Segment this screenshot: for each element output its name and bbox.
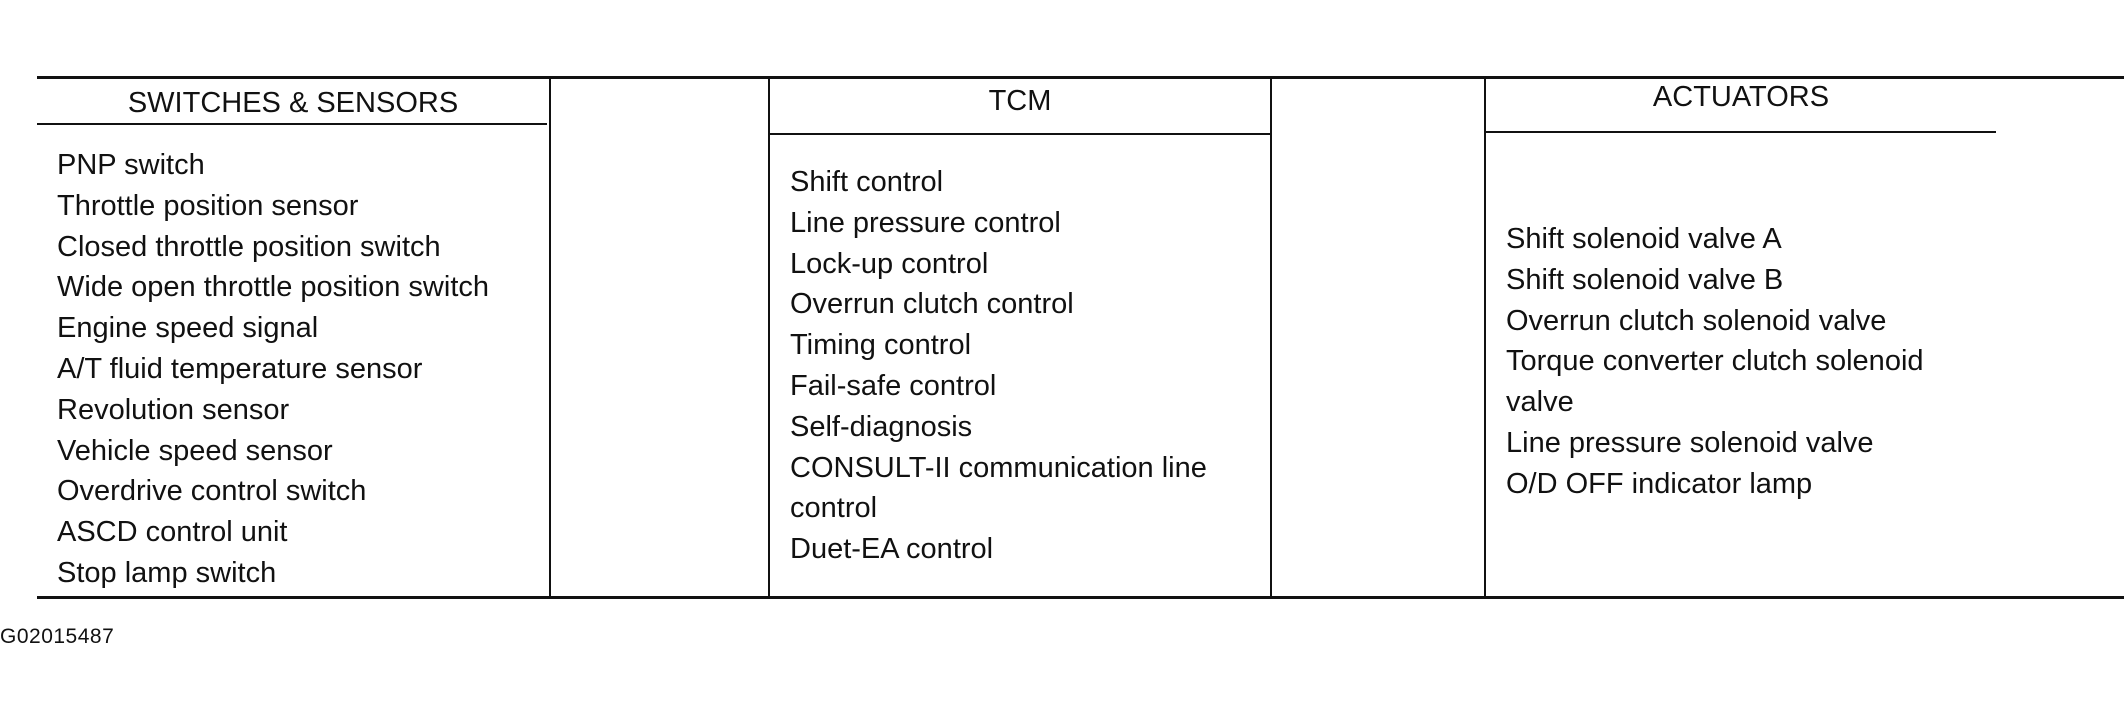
divider-1: [549, 78, 551, 597]
list-item: PNP switch: [57, 149, 205, 181]
list-item: Lock-up control: [790, 247, 989, 280]
list-item: Line pressure control: [790, 206, 1061, 239]
list-item: A/T fluid temperature sensor: [57, 352, 423, 385]
list-item: Stop lamp switch: [57, 556, 277, 589]
list-item: control: [790, 492, 878, 525]
list-item: CONSULT-II communication line: [790, 451, 1207, 484]
list-item: Wide open throttle position switch: [57, 271, 489, 304]
list-item: Overrun clutch control: [790, 288, 1074, 321]
list-item: Overrun clutch solenoid valve: [1506, 304, 1887, 337]
list-item: ASCD control unit: [57, 516, 288, 549]
divider-2: [768, 78, 770, 597]
list-item: Torque converter clutch solenoid: [1506, 345, 1924, 378]
actuators-list: Shift solenoid valve A Shift solenoid va…: [1506, 219, 1924, 505]
list-item: Shift control: [790, 166, 944, 198]
divider-4: [1484, 78, 1486, 597]
list-item: Shift solenoid valve B: [1506, 263, 1784, 296]
list-item: Shift solenoid valve A: [1506, 223, 1782, 255]
list-item: Duet-EA control: [790, 533, 994, 566]
list-item: Closed throttle position switch: [57, 230, 441, 263]
list-item: Overdrive control switch: [57, 475, 367, 508]
tcm-header-rule: [770, 133, 1270, 135]
list-item: Timing control: [790, 329, 972, 362]
list-item: Revolution sensor: [57, 393, 290, 426]
top-rule: [37, 76, 2124, 79]
bottom-rule: [37, 596, 2124, 599]
list-item: valve: [1506, 386, 1574, 419]
list-item: Engine speed signal: [57, 312, 319, 345]
list-item: Line pressure solenoid valve: [1506, 426, 1874, 459]
switches-sensors-list: PNP switch Throttle position sensor Clos…: [57, 145, 489, 594]
list-item: Throttle position sensor: [57, 189, 359, 222]
switches-sensors-header: SWITCHES & SENSORS: [127, 87, 459, 119]
list-item: Vehicle speed sensor: [57, 434, 333, 467]
switches-header-rule: [37, 123, 547, 125]
actuators-header-rule: [1486, 131, 1996, 133]
divider-3: [1270, 78, 1272, 597]
list-item: O/D OFF indicator lamp: [1506, 467, 1813, 500]
list-item: Self-diagnosis: [790, 410, 973, 443]
actuators-header: ACTUATORS: [1652, 81, 1830, 113]
figure-code: G02015487: [0, 625, 115, 648]
tcm-header: TCM: [988, 85, 1052, 117]
list-item: Fail-safe control: [790, 369, 997, 402]
tcm-list: Shift control Line pressure control Lock…: [790, 162, 1207, 570]
